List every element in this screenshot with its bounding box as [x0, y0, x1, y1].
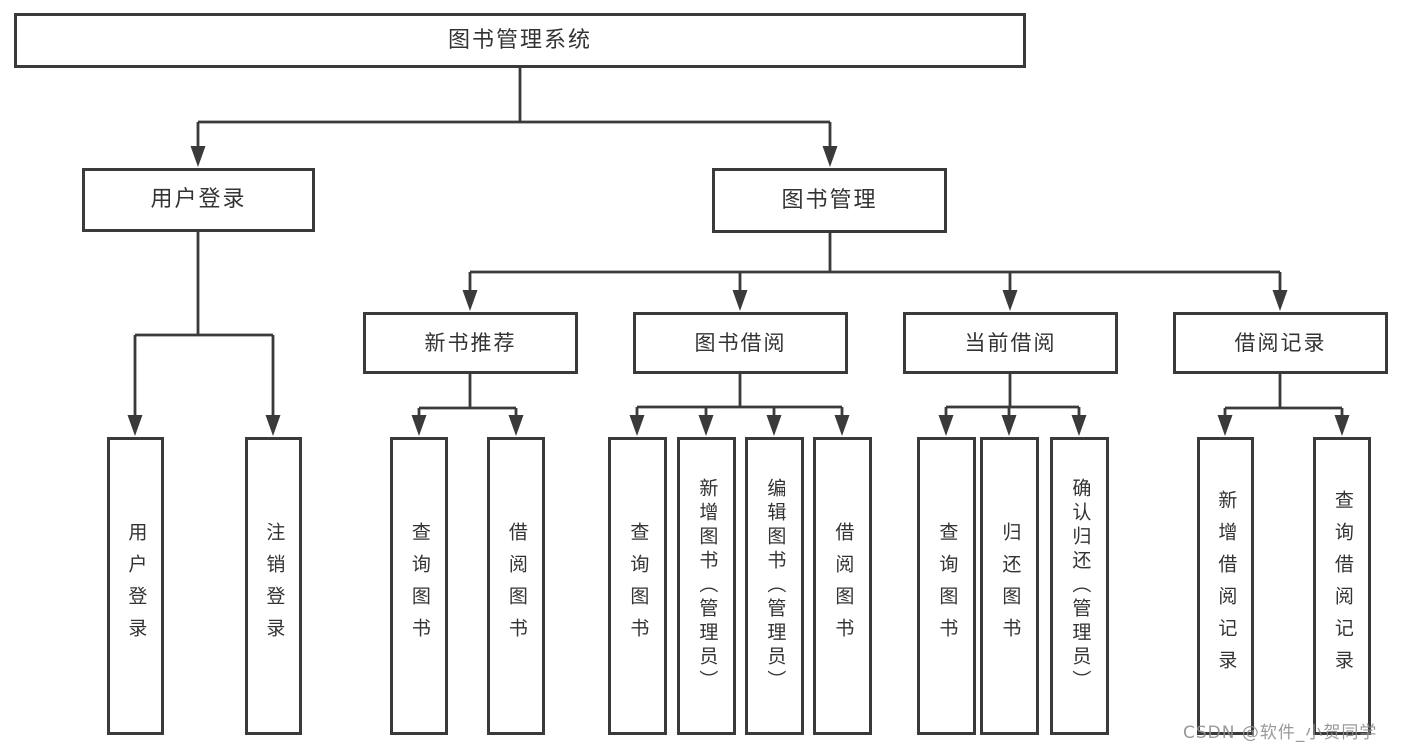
node-leaf-user-login: 用户登录: [107, 437, 164, 735]
node-user-login: 用户登录: [82, 168, 315, 232]
connector-root-to-level2: [196, 68, 832, 152]
node-root: 图书管理系统: [14, 13, 1026, 68]
node-cb-return-books: 归还图书: [980, 437, 1039, 735]
node-nb-borrow-books: 借阅图书: [487, 437, 545, 735]
connector-book-borrow-children: [635, 374, 844, 421]
node-book-borrow: 图书借阅: [633, 312, 848, 374]
node-br-add-record: 新增借阅记录: [1197, 437, 1254, 735]
node-current-borrow: 当前借阅: [903, 312, 1118, 374]
connector-current-borrow-children: [944, 374, 1081, 421]
connector-book-management-children: [468, 233, 1282, 296]
node-borrow-records: 借阅记录: [1173, 312, 1388, 374]
arrowheads: [127, 146, 1350, 436]
node-new-book-recommend: 新书推荐: [363, 312, 578, 374]
connector-user-login-children: [133, 232, 275, 421]
connector-borrow-records-children: [1223, 374, 1344, 421]
node-bb-borrow-books: 借阅图书: [813, 437, 872, 735]
node-book-management: 图书管理: [712, 168, 947, 233]
csdn-watermark: CSDN @软件_小贺同学: [1183, 723, 1378, 743]
node-cb-confirm-return-admin: 确认归还（管理员）: [1050, 437, 1109, 735]
node-cb-query-books: 查询图书: [917, 437, 976, 735]
node-bb-edit-books-admin: 编辑图书（管理员）: [745, 437, 804, 735]
node-leaf-logout: 注销登录: [245, 437, 302, 735]
connector-new-book-recommend-children: [417, 374, 518, 421]
node-bb-add-books-admin: 新增图书（管理员）: [677, 437, 736, 735]
node-nb-query-books: 查询图书: [390, 437, 448, 735]
node-bb-query-books: 查询图书: [608, 437, 667, 735]
node-br-query-record: 查询借阅记录: [1313, 437, 1371, 735]
